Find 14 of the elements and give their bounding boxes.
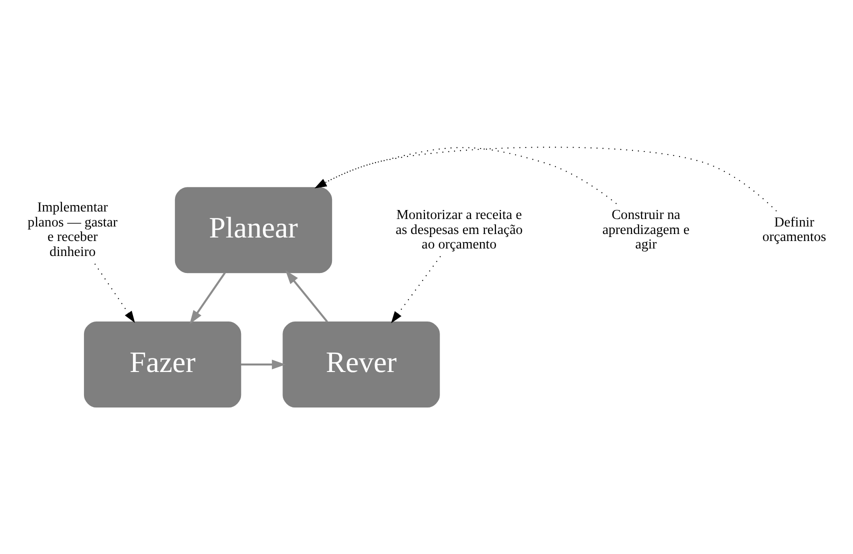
- arrow: [314, 147, 617, 204]
- node-box: Planear: [174, 187, 332, 274]
- node-text: Monitorizar a receita e as despesas em relação ao orçamento: [396, 206, 523, 252]
- arrow: [391, 256, 441, 324]
- arrow: [190, 272, 226, 324]
- node-box: Fazer: [84, 322, 242, 408]
- arrow: [94, 263, 135, 323]
- arrow: [240, 360, 286, 370]
- node-text: Implementar planos — gastar e receber dinheiro: [28, 200, 118, 259]
- node-text: Definir orçamentos: [762, 214, 826, 244]
- node-box: Rever: [282, 322, 440, 408]
- arrow: [285, 270, 328, 322]
- node-text: Construir na aprendizagem e agir: [602, 206, 690, 252]
- arrow: [314, 146, 777, 212]
